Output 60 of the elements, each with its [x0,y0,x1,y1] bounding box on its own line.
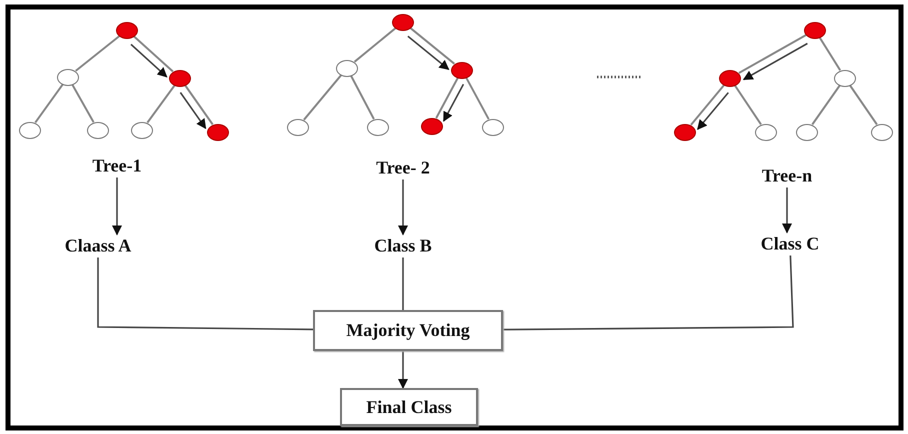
highlighted-tree-node [116,22,138,38]
highlighted-tree-node [674,124,696,140]
arrow [398,351,408,389]
connector-line [34,84,64,124]
arrow [112,178,122,236]
connector-line [818,37,842,71]
node-label: Tree-1 [92,156,142,176]
connector-line [503,255,794,330]
tree-node [871,124,893,140]
tree-node [755,124,777,140]
connector-line [146,84,176,124]
highlighted-tree-node [207,124,229,140]
tree-node [796,124,818,140]
arrow [180,92,206,130]
highlighted-tree-node [451,62,473,78]
arrow [407,36,450,70]
node-label: Class C [760,234,820,254]
highlighted-tree-node [804,22,826,38]
node-label: Class B [374,236,432,256]
connector-line [690,84,725,126]
process-box: Final Class [340,388,478,426]
node-label: Tree- 2 [376,158,430,178]
node-label: Tree-n [762,166,812,186]
connector-line [402,258,404,310]
tree-node [336,60,358,76]
connector-line [72,84,94,123]
tree-node [834,70,856,86]
tree-node [287,118,309,136]
connector-line [410,27,456,65]
connector-line [354,27,396,63]
connector-line [465,77,490,120]
connector-line [811,84,841,126]
connector-line [738,34,807,74]
tree-node [57,68,79,86]
highlighted-tree-node [169,70,191,86]
arrow [398,180,408,236]
process-box: Majority Voting [313,310,503,351]
connector-line [133,36,174,72]
connector-line [75,35,120,72]
arrow [742,42,808,80]
connector-line [734,85,762,125]
arrow [697,92,729,130]
tree-node [482,118,504,136]
arrow [130,44,168,78]
node-label: Claass A [64,236,132,256]
arrow [782,188,792,234]
arrow [443,84,464,122]
tree-node [367,118,389,136]
highlighted-tree-node [392,14,414,30]
connector-line [303,74,342,120]
connector-line [350,75,375,120]
tree-node [131,122,153,138]
connector-line [97,258,313,330]
connector-line [435,77,459,119]
connector-line [184,84,214,126]
highlighted-tree-node [719,70,741,86]
tree-node [87,122,109,138]
highlighted-tree-node [421,118,443,134]
connector-line [849,84,878,126]
tree-node [19,122,41,138]
